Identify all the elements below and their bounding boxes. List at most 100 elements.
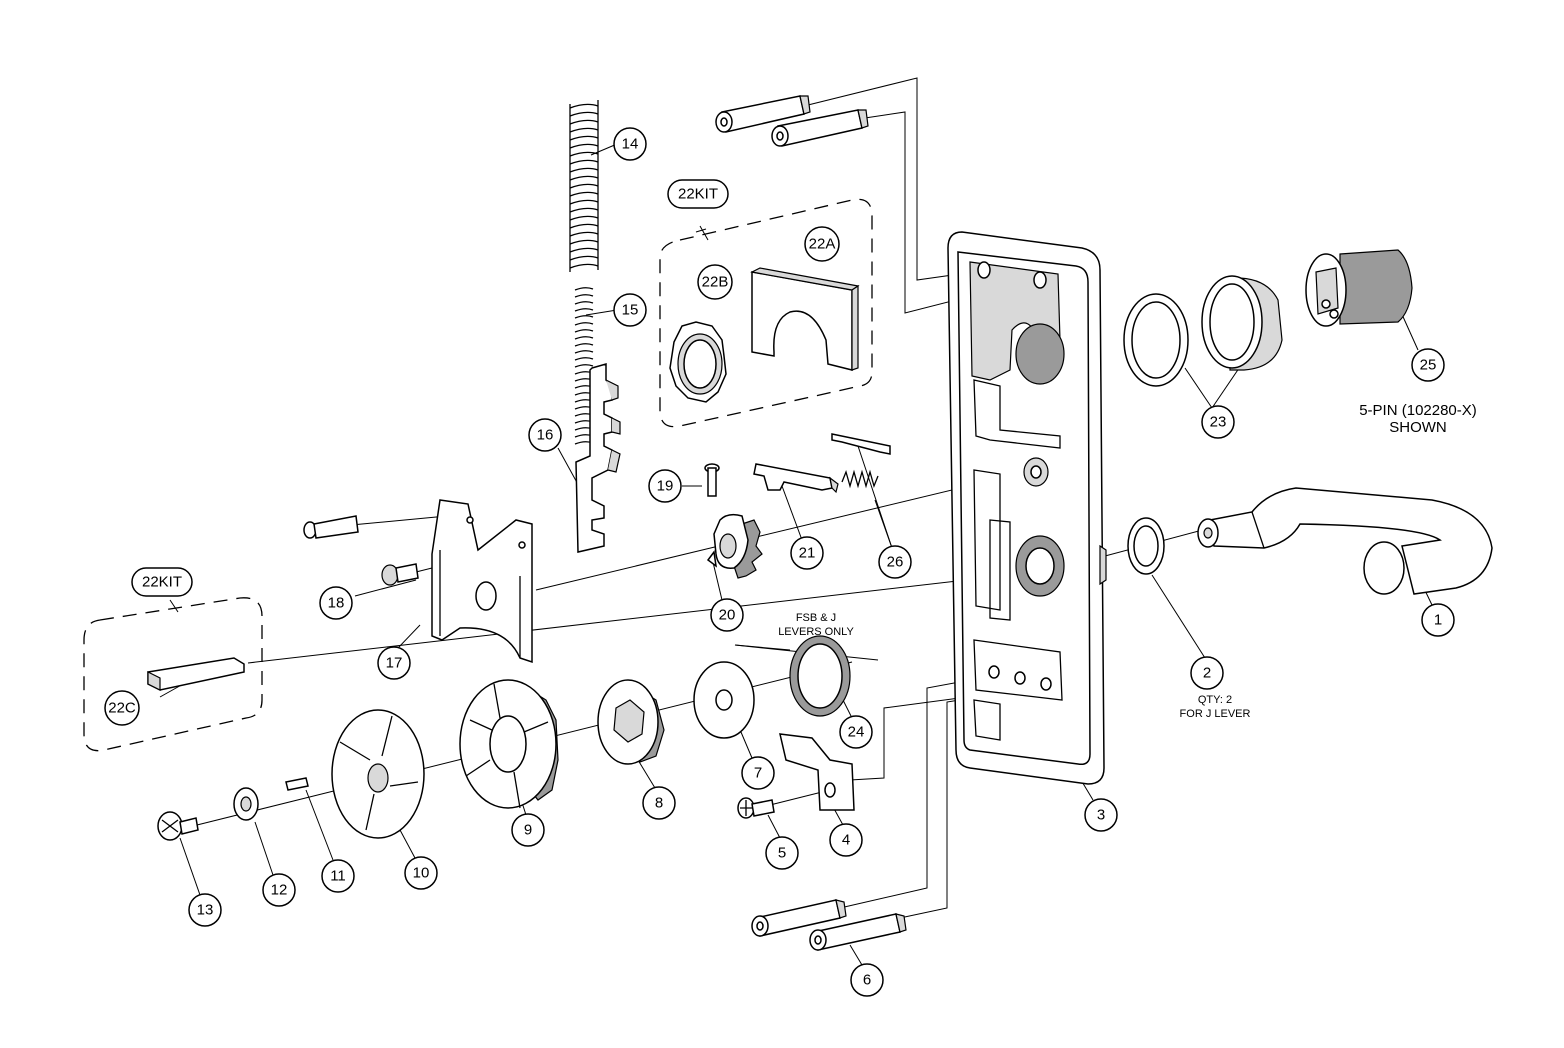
svg-text:4: 4 <box>842 832 850 849</box>
svg-text:17: 17 <box>386 655 403 672</box>
svg-text:11: 11 <box>330 868 346 885</box>
callout-23: 23 <box>1201 405 1235 439</box>
washer-7-icon <box>693 661 755 739</box>
callout-11: 11 <box>321 859 355 893</box>
svg-text:9: 9 <box>524 822 532 839</box>
lever-handle-1-icon <box>1197 487 1493 595</box>
callout-22c: 22C <box>104 690 140 726</box>
bracket-4-icon <box>779 733 855 811</box>
spring-small-icon <box>574 287 594 445</box>
svg-text:18: 18 <box>328 595 345 612</box>
svg-text:SHOWN: SHOWN <box>1389 419 1447 436</box>
lock-cylinder-25-icon <box>1305 249 1413 327</box>
callout-5: 5 <box>765 836 799 870</box>
latch-21-icon <box>753 463 839 494</box>
retaining-clip-12-icon <box>233 787 259 821</box>
callout-14: 14 <box>613 127 647 161</box>
callout-20: 20 <box>710 598 744 632</box>
svg-text:8: 8 <box>655 795 663 812</box>
callout-22b: 22B <box>697 264 733 300</box>
gear-disc-9-icon <box>459 679 559 809</box>
kit-box-top <box>659 198 873 428</box>
standoff-bottom-1-icon <box>751 899 847 937</box>
kit-label-left: 22KIT <box>131 567 193 597</box>
svg-text:6: 6 <box>863 972 871 989</box>
callout-1: 1 <box>1421 603 1455 637</box>
svg-text:22C: 22C <box>108 700 136 717</box>
rack-slide-icon <box>575 363 621 553</box>
svg-text:22B: 22B <box>702 274 729 291</box>
screw-5-icon <box>737 797 775 819</box>
cylinder-ring-23b-icon <box>1201 275 1283 371</box>
mounting-plate-17-icon <box>431 499 533 664</box>
callout-9: 9 <box>511 813 545 847</box>
callout-19: 19 <box>648 469 682 503</box>
cylinder-ring-23a-icon <box>1123 293 1189 387</box>
svg-text:FSB & J: FSB & J <box>796 612 836 624</box>
svg-text:24: 24 <box>848 724 865 741</box>
svg-text:22A: 22A <box>809 236 836 253</box>
svg-text:5: 5 <box>778 845 786 862</box>
svg-text:5-PIN (102280-X): 5-PIN (102280-X) <box>1359 402 1477 419</box>
svg-text:15: 15 <box>622 302 639 319</box>
callout-12: 12 <box>262 873 296 907</box>
svg-text:13: 13 <box>197 902 214 919</box>
callout-8: 8 <box>642 786 676 820</box>
standoff-top-1-icon <box>715 95 811 133</box>
note-levers-only: FSB & J LEVERS ONLY <box>778 612 854 638</box>
callout-6: 6 <box>850 963 884 997</box>
callout-18: 18 <box>319 586 353 620</box>
svg-text:LEVERS ONLY: LEVERS ONLY <box>778 626 854 638</box>
spring-clip-26-icon <box>831 433 891 489</box>
svg-text:1: 1 <box>1434 612 1442 629</box>
callout-3: 3 <box>1084 798 1118 832</box>
note-qty: QTY: 2 FOR J LEVER <box>1180 694 1251 720</box>
svg-text:20: 20 <box>719 607 736 624</box>
svg-text:22KIT: 22KIT <box>142 574 182 591</box>
svg-text:FOR J LEVER: FOR J LEVER <box>1180 708 1251 720</box>
standoff-bottom-2-icon <box>809 913 907 951</box>
callout-22a: 22A <box>804 226 840 262</box>
retaining-ring-24-icon <box>789 635 851 717</box>
screw-13-icon <box>157 811 199 841</box>
svg-text:19: 19 <box>657 478 674 495</box>
washer-2-icon <box>1127 517 1165 575</box>
svg-text:14: 14 <box>622 136 639 153</box>
standoff-top-2-icon <box>771 109 869 147</box>
svg-text:10: 10 <box>413 865 430 882</box>
callout-26: 26 <box>878 545 912 579</box>
svg-text:12: 12 <box>271 882 288 899</box>
callout-17: 17 <box>377 646 411 680</box>
callout-2: 2 <box>1190 656 1224 690</box>
screw-18-lower-icon <box>381 563 419 586</box>
retaining-nut-22b-icon <box>669 321 727 403</box>
cam-disc-10-icon <box>331 709 425 839</box>
kit-label-top: 22KIT <box>667 179 729 209</box>
callout-24: 24 <box>839 715 873 749</box>
hub-8-icon <box>597 679 665 765</box>
svg-text:22KIT: 22KIT <box>678 186 718 203</box>
screw-18-upper-icon <box>303 515 359 539</box>
callout-13: 13 <box>188 893 222 927</box>
svg-text:7: 7 <box>754 765 762 782</box>
svg-text:16: 16 <box>537 427 554 444</box>
callout-21: 21 <box>790 536 824 570</box>
callout-4: 4 <box>829 823 863 857</box>
hub-gear-20-icon <box>706 513 763 579</box>
callout-25: 25 <box>1411 348 1445 382</box>
spindle-key-22c-icon <box>147 657 245 691</box>
small-key-11-icon <box>285 777 309 791</box>
svg-text:QTY: 2: QTY: 2 <box>1198 694 1232 706</box>
svg-text:25: 25 <box>1420 357 1437 374</box>
svg-text:23: 23 <box>1210 414 1227 431</box>
spacer-plate-22a-icon <box>750 267 860 371</box>
kit-box-left <box>83 597 263 752</box>
svg-text:21: 21 <box>799 545 816 562</box>
svg-text:26: 26 <box>887 554 904 571</box>
lock-housing-3-icon <box>947 231 1107 785</box>
callout-16: 16 <box>528 418 562 452</box>
screw-19-icon <box>704 463 720 497</box>
spring-large-icon <box>569 100 599 272</box>
callout-10: 10 <box>404 856 438 890</box>
